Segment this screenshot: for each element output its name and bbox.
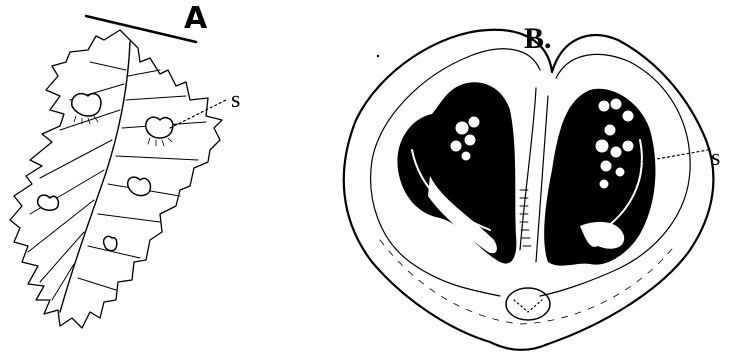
vascular-bundle — [506, 288, 550, 320]
sorus-label-a: s — [231, 88, 240, 112]
panel-a-label: A — [184, 4, 207, 34]
sori-group — [38, 94, 173, 251]
sorus — [146, 117, 173, 138]
fern-leaflet-drawing — [10, 16, 226, 328]
panel-b-label: B. — [524, 24, 552, 54]
speck — [377, 55, 379, 57]
cut-line — [86, 16, 196, 42]
vascular-dots — [514, 300, 542, 312]
left-chamber — [397, 82, 516, 263]
leaflet-outline — [10, 30, 222, 328]
sorus — [72, 94, 101, 116]
sorus — [104, 236, 117, 250]
cross-section-drawing — [344, 30, 714, 350]
sorus — [38, 195, 59, 210]
sorus — [128, 177, 151, 195]
side-veins — [28, 62, 206, 300]
central-groove — [520, 88, 548, 262]
midrib — [60, 42, 130, 312]
sorus-label-b: s — [711, 146, 720, 170]
outer-outline — [344, 30, 714, 350]
